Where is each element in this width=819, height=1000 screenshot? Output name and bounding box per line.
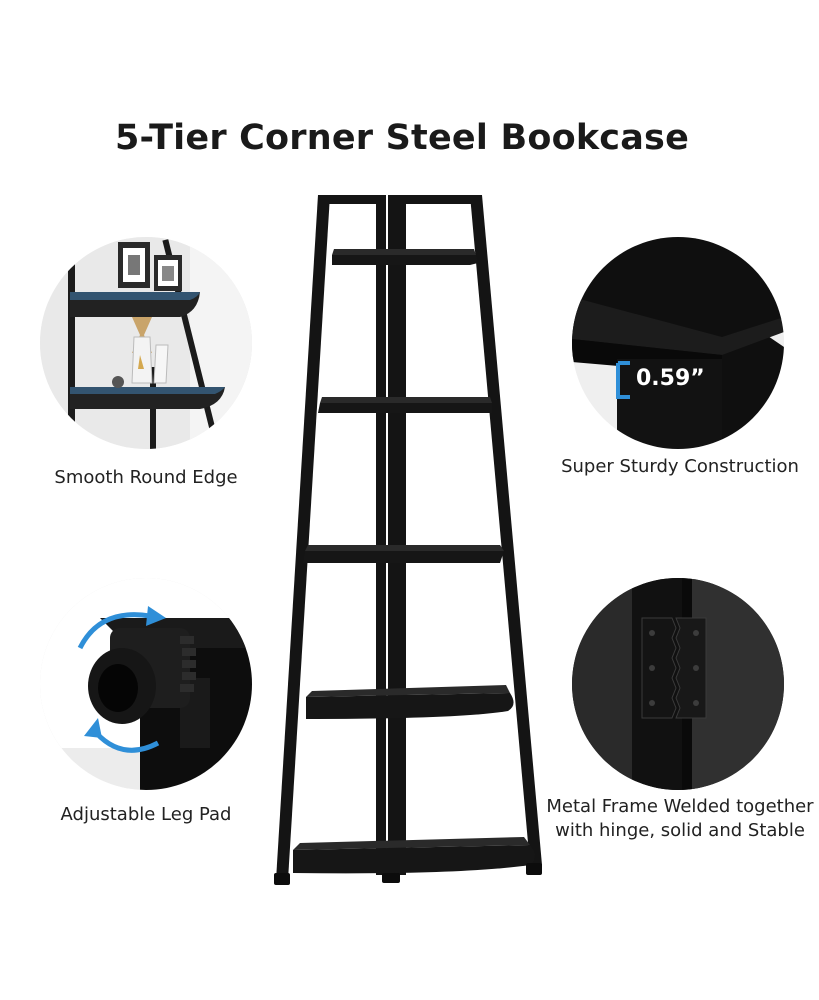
hinge-caption-line1: Metal Frame Welded together	[546, 796, 814, 817]
corner-bookcase-image	[274, 195, 542, 885]
sturdy-construction-caption: Super Sturdy Construction	[561, 456, 799, 477]
hinge-caption-line2: with hinge, solid and Stable	[555, 820, 805, 841]
leg-pad-detail-image	[40, 578, 252, 790]
hinge-detail-image	[572, 578, 784, 790]
round-edge-detail-image	[40, 237, 252, 449]
page-title: 5-Tier Corner Steel Bookcase	[114, 118, 690, 158]
thickness-detail-image: 0.59”	[572, 237, 784, 449]
thickness-label: 0.59”	[636, 366, 705, 391]
leg-pad-caption: Adjustable Leg Pad	[60, 804, 232, 825]
round-edge-caption: Smooth Round Edge	[54, 467, 238, 488]
